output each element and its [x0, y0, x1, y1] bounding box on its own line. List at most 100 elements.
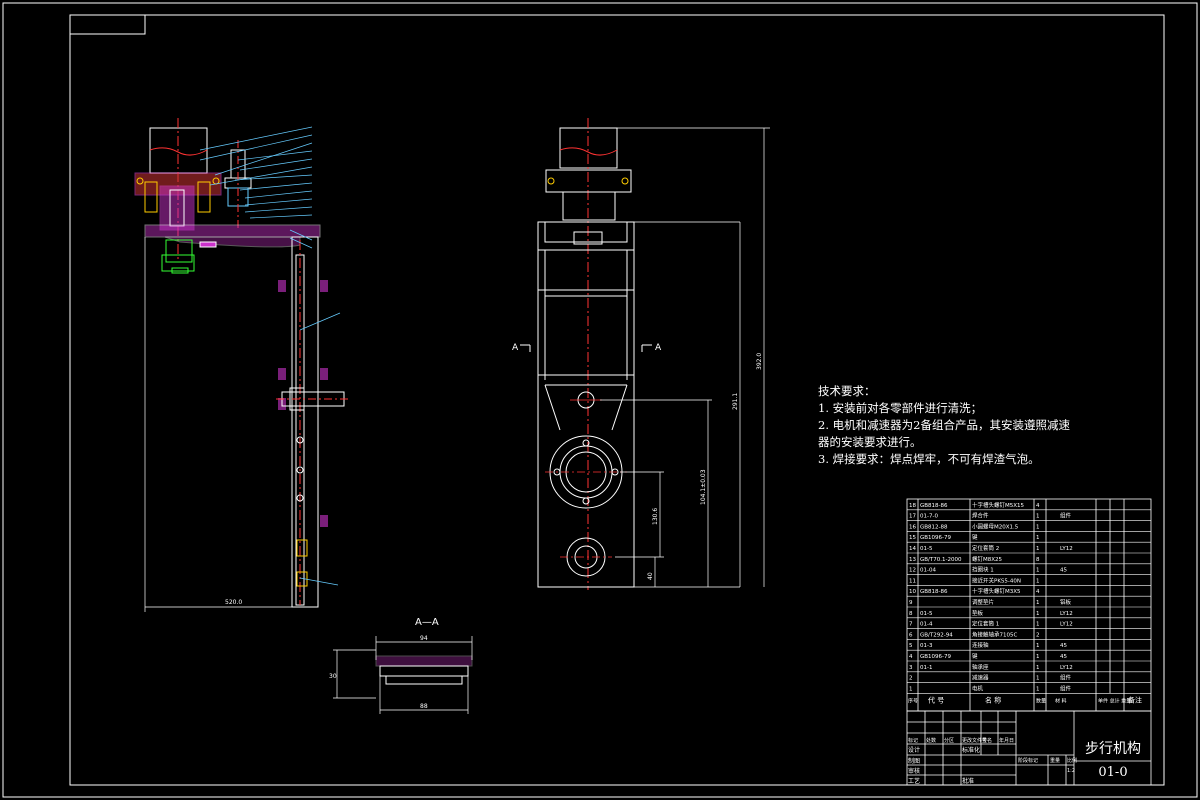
parts-cell-no: 15: [909, 535, 916, 541]
tb-std-label: 标准化: [962, 746, 980, 754]
parts-cell-name: 垫板: [972, 609, 984, 617]
parts-cell-mat: LY12: [1060, 622, 1073, 628]
parts-cell-qty: 1: [1036, 643, 1040, 649]
parts-cell-mat: 组件: [1060, 512, 1072, 520]
tb-stage-label: 阶段标记: [1018, 757, 1038, 764]
parts-header-no: 序号: [908, 697, 918, 704]
parts-cell-no: 3: [909, 665, 913, 671]
parts-cell-no: 17: [909, 514, 916, 520]
tb-process-label: 工艺: [908, 777, 920, 785]
tb-drafter-label: 制图: [908, 757, 920, 765]
parts-cell-name: 十字槽头螺钉M3X5: [972, 587, 1021, 595]
tb-zone-label: 分区: [944, 737, 954, 744]
parts-cell-name: 轴承座: [972, 663, 989, 671]
drawing-title: 步行机构: [1085, 741, 1141, 757]
section-marker-right: A: [655, 343, 662, 353]
dim-right-h2: 291.1: [732, 393, 739, 410]
note-line-3: 器的安装要求进行。: [818, 435, 922, 449]
parts-cell-mat: 45: [1060, 568, 1067, 574]
parts-cell-name: 调整垫片: [972, 598, 994, 606]
parts-cell-name: 减速器: [972, 674, 989, 682]
dim-section-width: 94: [420, 635, 428, 642]
parts-cell-no: 13: [909, 557, 916, 563]
parts-cell-name: 角接触轴承7105C: [972, 630, 1017, 638]
parts-cell-name: 十字槽头螺钉M5X15: [972, 501, 1025, 509]
tb-weight-label: 重量: [1050, 757, 1060, 764]
note-line-4: 3. 焊接要求：焊点焊牢，不可有焊渣气泡。: [818, 452, 1040, 466]
parts-cell-qty: 2: [1036, 632, 1040, 638]
tb-doc-label: 更改文件号: [962, 737, 987, 744]
parts-cell-name: 螺钉M8X25: [972, 555, 1003, 563]
parts-table-row-lines: [907, 509, 1151, 694]
parts-cell-no: 6: [909, 632, 913, 638]
parts-cell-code: 01-04: [920, 568, 936, 574]
parts-cell-mat: 铝板: [1060, 598, 1072, 606]
parts-cell-name: 键: [972, 533, 978, 541]
parts-cell-mat: 45: [1060, 654, 1067, 660]
parts-cell-code: 01-3: [920, 643, 933, 649]
parts-cell-no: 4: [909, 654, 913, 660]
parts-cell-qty: 1: [1036, 546, 1040, 552]
technical-requirements: 技术要求： 1. 安装前对各零部件进行清洗； 2. 电机和减速器为2备组合产品，…: [818, 383, 1088, 468]
parts-cell-mat: LY12: [1060, 546, 1073, 552]
parts-cell-qty: 1: [1036, 600, 1040, 606]
parts-cell-mat: LY12: [1060, 611, 1073, 617]
parts-cell-no: 12: [909, 568, 916, 574]
parts-cell-name: 定位套筒 1: [972, 620, 999, 628]
parts-cell-qty: 8: [1036, 557, 1040, 563]
parts-cell-no: 18: [909, 503, 916, 509]
dim-right-h4: 130.6: [652, 508, 659, 525]
tb-mark-label: 标记: [908, 737, 918, 744]
tb-scale-value: 1:2: [1067, 768, 1075, 774]
parts-cell-code: 01-4: [920, 622, 933, 628]
parts-cell-code: GB818-86: [920, 589, 948, 595]
parts-cell-no: 7: [909, 622, 913, 628]
tb-date-label: 年月日: [999, 737, 1014, 744]
parts-cell-code: 01-7-0: [920, 514, 938, 520]
parts-cell-no: 9: [909, 600, 913, 606]
dim-left-width: 520.0: [225, 599, 242, 606]
parts-cell-qty: 1: [1036, 524, 1040, 530]
section-a-a-view: [333, 636, 473, 714]
tb-design-label: 设计: [908, 746, 920, 754]
parts-cell-qty: 4: [1036, 503, 1040, 509]
parts-table-grid: [906, 498, 1152, 712]
title-block-grid: [906, 710, 1152, 786]
dim-right-h1: 392.0: [756, 353, 763, 370]
parts-cell-name: 键: [972, 652, 978, 660]
note-line-1: 1. 安装前对各零部件进行清洗；: [818, 401, 983, 415]
dim-section-bottom: 88: [420, 703, 428, 710]
parts-cell-code: GB1096-79: [920, 654, 952, 660]
parts-cell-name: 挡圈块 1: [972, 566, 994, 574]
parts-cell-code: GB818-86: [920, 503, 948, 509]
parts-cell-qty: 1: [1036, 676, 1040, 682]
parts-header-qty: 数量: [1036, 697, 1046, 704]
parts-header-mat: 材 料: [1055, 697, 1067, 704]
dim-section-height: 30: [329, 673, 337, 680]
parts-cell-qty: 1: [1036, 654, 1040, 660]
parts-cell-no: 11: [909, 578, 916, 584]
parts-cell-name: 小圆螺母M20X1.5: [972, 522, 1019, 530]
parts-cell-code: GB812-88: [920, 524, 948, 530]
parts-cell-qty: 1: [1036, 622, 1040, 628]
parts-header-name: 名 称: [985, 695, 1001, 704]
parts-header-code: 代 号: [928, 695, 944, 704]
parts-cell-no: 5: [909, 643, 913, 649]
drawing-code: 01-0: [1098, 765, 1128, 780]
parts-cell-mat: 45: [1060, 643, 1067, 649]
parts-cell-no: 14: [909, 546, 916, 552]
parts-cell-qty: 1: [1036, 665, 1040, 671]
inner-frame: [69, 14, 1165, 786]
parts-cell-code: GB1096-79: [920, 535, 952, 541]
parts-header-weight: 单件 总计 重量: [1098, 697, 1131, 704]
parts-cell-no: 8: [909, 611, 913, 617]
parts-cell-code: GB/T292-94: [920, 632, 953, 638]
parts-cell-qty: 1: [1036, 611, 1040, 617]
parts-cell-qty: 4: [1036, 589, 1040, 595]
dim-right-h3: 104.1±0.03: [700, 469, 707, 505]
parts-cell-no: 16: [909, 524, 916, 530]
parts-cell-no: 2: [909, 676, 913, 682]
tb-count-label: 处数: [926, 737, 936, 744]
